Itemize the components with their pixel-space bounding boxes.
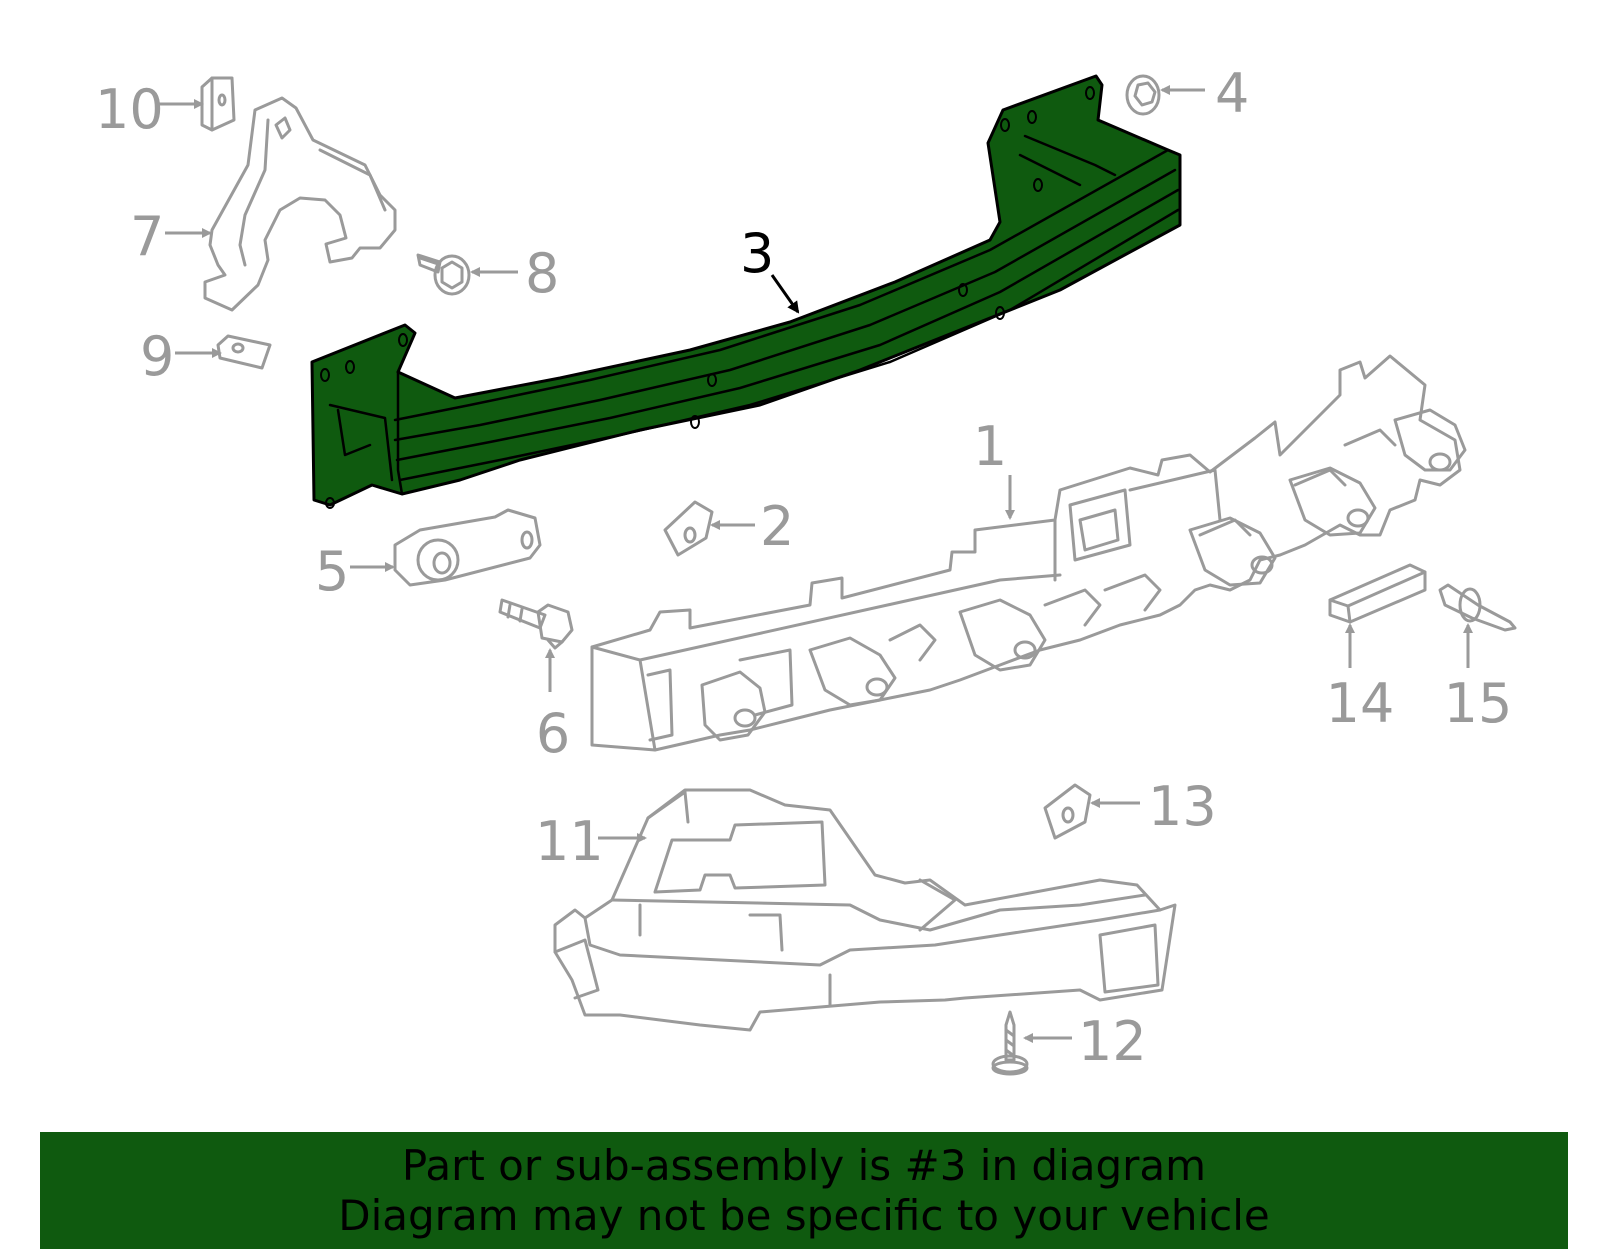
banner-line-1: Part or sub-assembly is #3 in diagram — [401, 1140, 1207, 1190]
part-7-bracket[interactable] — [203, 96, 397, 312]
part-8-bolt[interactable] — [416, 253, 471, 296]
leader-3 — [770, 274, 800, 314]
callout-3: 3 — [740, 222, 774, 285]
callout-6: 6 — [536, 702, 570, 765]
callout-5: 5 — [315, 540, 349, 603]
part-6-bolt[interactable] — [498, 598, 574, 650]
part-11-lower-absorber[interactable] — [553, 788, 1177, 1032]
part-5-bracket-plate[interactable] — [393, 508, 542, 587]
callout-14: 14 — [1326, 672, 1395, 735]
part-10-clip[interactable] — [200, 76, 236, 132]
part-14-pad[interactable] — [1328, 563, 1427, 624]
callout-12: 12 — [1078, 1010, 1147, 1073]
part-4-nut[interactable] — [1125, 74, 1161, 116]
part-1-energy-absorber[interactable] — [590, 354, 1467, 752]
callout-13: 13 — [1148, 775, 1217, 838]
callout-11: 11 — [535, 810, 604, 873]
part-2-nut-plate[interactable] — [663, 500, 714, 557]
callout-15: 15 — [1444, 672, 1513, 735]
callout-9: 9 — [140, 325, 174, 388]
part-3-reinforcement-bar[interactable] — [310, 74, 1182, 509]
callout-7: 7 — [130, 205, 164, 268]
callout-1: 1 — [973, 415, 1007, 478]
part-15-push-pin[interactable] — [1438, 583, 1517, 632]
part-9-nut-plate[interactable] — [216, 334, 272, 370]
parts-diagram: 1 2 3 4 5 6 7 8 9 10 11 12 13 14 15 — [95, 62, 1517, 1076]
callout-10: 10 — [95, 78, 164, 141]
part-12-screw[interactable] — [991, 1010, 1029, 1076]
info-banner: Part or sub-assembly is #3 in diagram Di… — [40, 1132, 1568, 1249]
callout-4: 4 — [1215, 62, 1249, 125]
part-13-nut-plate[interactable] — [1043, 783, 1092, 840]
callout-2: 2 — [760, 495, 794, 558]
callout-8: 8 — [525, 242, 559, 305]
banner-line-2: Diagram may not be specific to your vehi… — [338, 1190, 1270, 1240]
